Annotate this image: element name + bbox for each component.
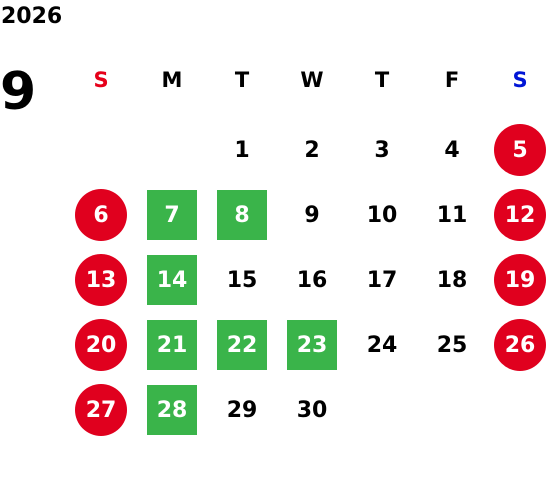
day-cell-26[interactable]: 26 (494, 319, 546, 371)
day-cell-5[interactable]: 5 (494, 124, 546, 176)
day-cell-29[interactable]: 29 (226, 397, 258, 423)
day-cell-17[interactable]: 17 (366, 267, 398, 293)
day-cell-13[interactable]: 13 (75, 254, 127, 306)
weekday-header-mon: M (161, 68, 183, 92)
day-cell-22[interactable]: 22 (217, 320, 267, 370)
weekday-header-sun: S (93, 68, 109, 92)
day-cell-21[interactable]: 21 (147, 320, 197, 370)
day-cell-25[interactable]: 25 (436, 332, 468, 358)
day-cell-11[interactable]: 11 (436, 202, 468, 228)
weekday-header-tue: T (234, 68, 250, 92)
day-cell-18[interactable]: 18 (436, 267, 468, 293)
day-cell-30[interactable]: 30 (296, 397, 328, 423)
day-cell-4[interactable]: 4 (444, 137, 460, 163)
weekday-header-wed: W (300, 68, 324, 92)
day-cell-6[interactable]: 6 (75, 189, 127, 241)
day-cell-3[interactable]: 3 (374, 137, 390, 163)
day-cell-8[interactable]: 8 (217, 190, 267, 240)
day-cell-23[interactable]: 23 (287, 320, 337, 370)
day-cell-7[interactable]: 7 (147, 190, 197, 240)
day-cell-19[interactable]: 19 (494, 254, 546, 306)
day-cell-24[interactable]: 24 (366, 332, 398, 358)
day-cell-20[interactable]: 20 (75, 319, 127, 371)
day-cell-12[interactable]: 12 (494, 189, 546, 241)
day-cell-9[interactable]: 9 (304, 202, 320, 228)
day-cell-28[interactable]: 28 (147, 385, 197, 435)
day-cell-2[interactable]: 2 (304, 137, 320, 163)
weekday-header-fri: F (444, 68, 460, 92)
day-cell-10[interactable]: 10 (366, 202, 398, 228)
day-cell-1[interactable]: 1 (234, 137, 250, 163)
day-cell-14[interactable]: 14 (147, 255, 197, 305)
calendar-year: 2026 (1, 4, 63, 29)
day-cell-15[interactable]: 15 (226, 267, 258, 293)
weekday-header-sat: S (512, 68, 528, 92)
calendar-month: 9 (0, 62, 37, 122)
weekday-header-thu: T (374, 68, 390, 92)
day-cell-16[interactable]: 16 (296, 267, 328, 293)
day-cell-27[interactable]: 27 (75, 384, 127, 436)
